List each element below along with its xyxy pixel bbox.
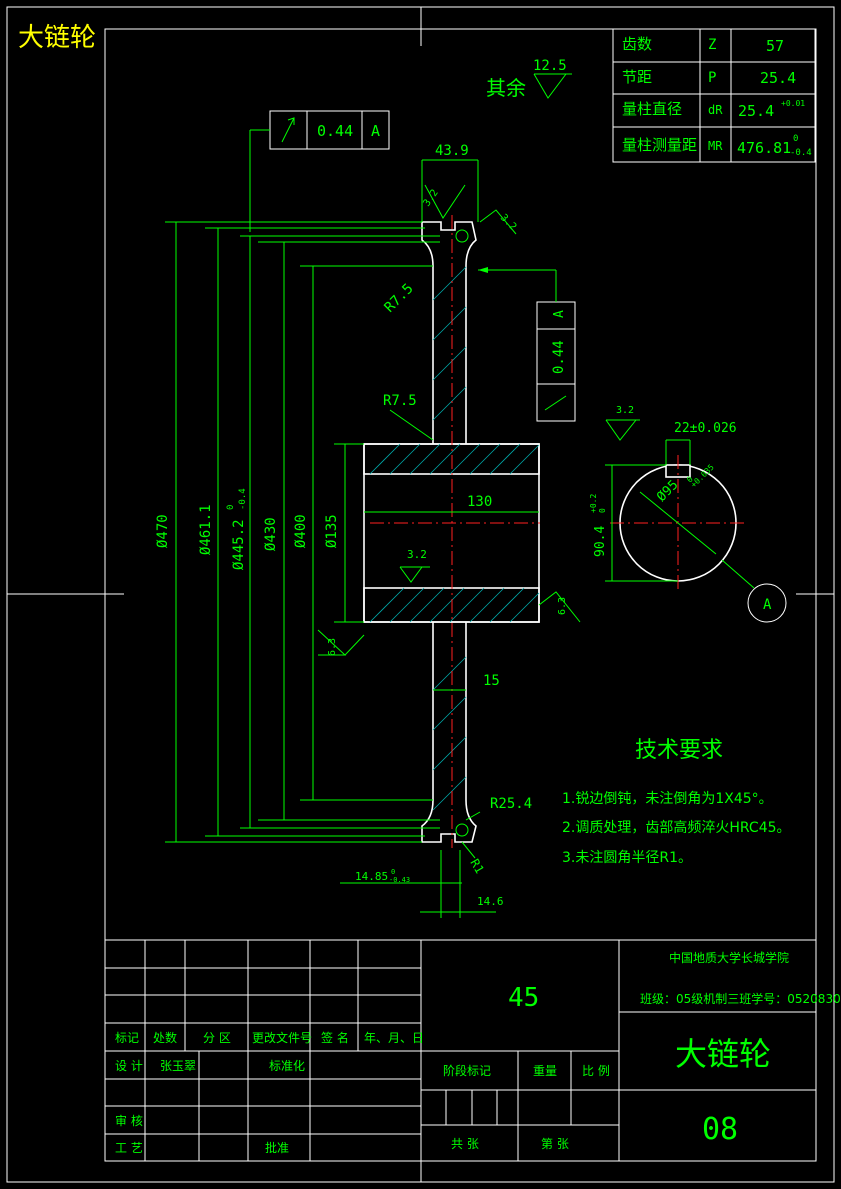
svg-text:90.4: 90.4	[593, 526, 608, 557]
svg-text:130: 130	[467, 494, 492, 510]
svg-text:14.6: 14.6	[477, 895, 504, 908]
svg-text:3.未注圆角半径R1。: 3.未注圆角半径R1。	[562, 850, 692, 866]
svg-text:0.44: 0.44	[551, 340, 567, 374]
material: 45	[508, 983, 539, 1013]
width-dims: 43.9 130 15 14.6 14.85 0 -0.43 R7.5 R7.5…	[340, 143, 539, 918]
svg-text:6.3: 6.3	[557, 597, 568, 615]
svg-text:标记: 标记	[115, 1031, 139, 1045]
svg-text:A: A	[371, 122, 380, 140]
svg-text:工 艺: 工 艺	[115, 1141, 143, 1155]
svg-text:22±0.026: 22±0.026	[674, 421, 737, 436]
svg-text:3.2: 3.2	[616, 405, 634, 416]
title-block: 标记 处数 分 区 更改文件号 签 名 年、月、日 设 计 张玉翠 标准化 审 …	[104, 939, 841, 1162]
svg-text:43.9: 43.9	[435, 143, 469, 159]
svg-text:A: A	[552, 310, 567, 318]
svg-text:设 计: 设 计	[115, 1059, 143, 1073]
svg-text:处数: 处数	[153, 1030, 177, 1045]
svg-text:Ø430: Ø430	[263, 517, 279, 551]
param-label-teeth: 齿数	[622, 35, 652, 53]
param-value-measure: 476.81	[737, 139, 791, 157]
svg-text:0: 0	[391, 868, 395, 876]
tolerance-frame-top: 0.44 A	[249, 110, 390, 232]
svg-text:重量: 重量	[533, 1064, 557, 1078]
svg-text:dR: dR	[708, 103, 723, 117]
svg-text:-0.43: -0.43	[389, 876, 410, 884]
svg-text:Ø461.1: Ø461.1	[198, 504, 214, 555]
param-label-measure: 量柱测量距	[622, 136, 697, 154]
svg-text:3.2: 3.2	[407, 548, 427, 561]
svg-text:R7.5: R7.5	[383, 393, 417, 409]
tolerance-frame-right: A 0.44	[478, 267, 576, 422]
svg-text:技术要求: 技术要求	[635, 738, 723, 763]
drawing-number: 08	[702, 1112, 738, 1147]
svg-text:1.锐边倒钝，未注倒角为1X45°。: 1.锐边倒钝，未注倒角为1X45°。	[562, 791, 773, 807]
svg-text:0: 0	[226, 505, 236, 510]
svg-text:分 区: 分 区	[203, 1031, 231, 1045]
svg-text:R25.4: R25.4	[490, 796, 532, 812]
svg-text:Ø135: Ø135	[324, 514, 340, 548]
svg-text:MR: MR	[708, 139, 723, 153]
param-label-pitch: 节距	[622, 68, 652, 86]
svg-text:年、月、日: 年、月、日	[364, 1031, 424, 1045]
svg-text:15: 15	[483, 673, 500, 689]
svg-text:Ø95: Ø95	[654, 478, 681, 505]
sprocket-section	[363, 215, 540, 848]
svg-text:其余: 其余	[486, 76, 526, 100]
part-name: 大链轮	[675, 1035, 771, 1073]
designer-name: 张玉翠	[160, 1059, 196, 1073]
svg-text:-0.4: -0.4	[790, 148, 812, 158]
svg-text:标准化: 标准化	[269, 1059, 305, 1073]
roughness-rest: 其余 12.5	[486, 58, 572, 100]
param-value-teeth: 57	[766, 37, 784, 55]
class-line: 班级：05级机制三班学号：05208303	[640, 991, 841, 1006]
svg-text:6.3: 6.3	[327, 638, 338, 656]
svg-text:-0.4: -0.4	[238, 488, 248, 510]
svg-text:2.调质处理，齿部高频淬火HRC45。: 2.调质处理，齿部高频淬火HRC45。	[562, 819, 791, 836]
svg-text:第 张: 第 张	[541, 1137, 569, 1151]
svg-text:0: 0	[793, 134, 798, 144]
svg-text:批准: 批准	[265, 1140, 289, 1155]
svg-text:3.2: 3.2	[421, 188, 440, 209]
param-value-roller: 25.4	[738, 102, 774, 120]
svg-text:共 张: 共 张	[451, 1137, 479, 1151]
svg-text:12.5: 12.5	[533, 58, 567, 74]
corner-title: 大链轮	[18, 23, 96, 53]
svg-text:Z: Z	[708, 37, 716, 53]
school-name: 中国地质大学长城学院	[669, 950, 789, 965]
svg-text:+0.01: +0.01	[781, 99, 805, 108]
svg-text:0.44: 0.44	[317, 122, 353, 140]
svg-text:0: 0	[685, 475, 695, 485]
param-table: 齿数 Z 57 节距 P 25.4 量柱直径 dR 25.4 +0.01 量柱测…	[612, 28, 816, 163]
svg-text:P: P	[708, 70, 716, 86]
svg-text:0: 0	[598, 508, 607, 513]
svg-text:R1: R1	[467, 857, 486, 877]
param-label-roller: 量柱直径	[622, 100, 682, 118]
keyway-view: Ø95 +0.035 0 22±0.026 3.2 90.4 +0.2 0 A	[589, 405, 787, 623]
svg-text:签 名: 签 名	[321, 1030, 349, 1045]
svg-text:+0.2: +0.2	[589, 494, 598, 513]
svg-text:Ø400: Ø400	[293, 514, 309, 548]
svg-text:R7.5: R7.5	[382, 281, 417, 316]
svg-text:比 例: 比 例	[582, 1064, 610, 1078]
diameter-dims: Ø470 Ø461.1 Ø445.2 0 -0.4 Ø430 Ø400 Ø135	[155, 221, 440, 843]
tech-requirements: 技术要求 1.锐边倒钝，未注倒角为1X45°。 2.调质处理，齿部高频淬火HRC…	[562, 738, 791, 866]
svg-text:Ø445.2: Ø445.2	[231, 519, 247, 570]
svg-text:更改文件号: 更改文件号	[252, 1030, 312, 1045]
datum-a: A	[763, 597, 772, 613]
svg-text:阶段标记: 阶段标记	[443, 1063, 491, 1078]
param-value-pitch: 25.4	[760, 69, 796, 87]
svg-text:Ø470: Ø470	[155, 514, 171, 548]
svg-text:审 核: 审 核	[115, 1113, 143, 1128]
svg-text:14.85: 14.85	[355, 870, 388, 883]
